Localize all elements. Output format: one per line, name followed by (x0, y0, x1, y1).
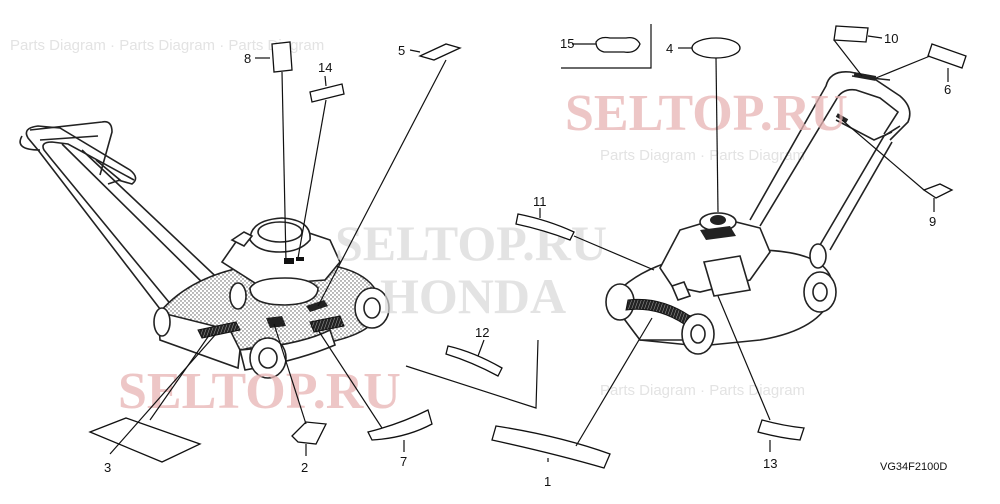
part-13-decal (757, 419, 805, 441)
watermark-honda: HONDA (380, 268, 566, 324)
part-3-decal (88, 417, 202, 463)
svg-text:Parts Diagram · Parts Diagram: Parts Diagram · Parts Diagram · Parts Di… (10, 37, 324, 54)
callout-6: 6 (944, 82, 951, 97)
right-mower (605, 70, 911, 355)
svg-text:Parts Diagram · Parts Diagram: Parts Diagram · Parts Diagram (600, 147, 805, 164)
part-9-decal (922, 183, 954, 199)
watermark-top: SELTOP.RU (565, 85, 848, 142)
callout-10: 10 (884, 31, 898, 46)
part-10-decal (833, 25, 869, 43)
callout-11: 11 (533, 194, 547, 209)
part-5-decal (418, 43, 462, 61)
callout-15: 15 (560, 36, 574, 51)
background-watermark: Parts Diagram · Parts Diagram · Parts Di… (10, 37, 805, 399)
callout-3: 3 (104, 460, 111, 475)
part-14-decal (309, 83, 345, 103)
callout-labels: 8 14 5 15 4 10 6 9 11 12 3 2 7 1 13 (104, 31, 951, 489)
diagram-code: VG34F2100D (880, 461, 947, 473)
leader-lines (109, 35, 949, 462)
callout-5: 5 (398, 43, 405, 58)
left-mower (19, 120, 390, 379)
callout-13: 13 (763, 456, 777, 471)
loose-parts (88, 24, 967, 469)
part-8-decal (271, 41, 293, 73)
watermark-middle: SELTOP.RU (335, 215, 607, 271)
callout-14: 14 (318, 60, 332, 75)
callout-7: 7 (400, 454, 407, 469)
part-12-decal (445, 345, 503, 377)
part-4-emblem (691, 37, 741, 59)
callout-4: 4 (666, 41, 673, 56)
part-15-decal (595, 36, 641, 53)
part-11-decal (515, 213, 575, 241)
part-2-decal (291, 421, 328, 445)
callout-12: 12 (475, 325, 489, 340)
part-7-decal (367, 409, 433, 441)
svg-text:Parts Diagram · Parts Diagram: Parts Diagram · Parts Diagram (600, 382, 805, 399)
callout-1: 1 (544, 474, 551, 489)
part-1-decal (491, 425, 611, 469)
callout-2: 2 (301, 460, 308, 475)
callout-9: 9 (929, 214, 936, 229)
part-6-decal (927, 43, 967, 69)
callout-8: 8 (244, 51, 251, 66)
